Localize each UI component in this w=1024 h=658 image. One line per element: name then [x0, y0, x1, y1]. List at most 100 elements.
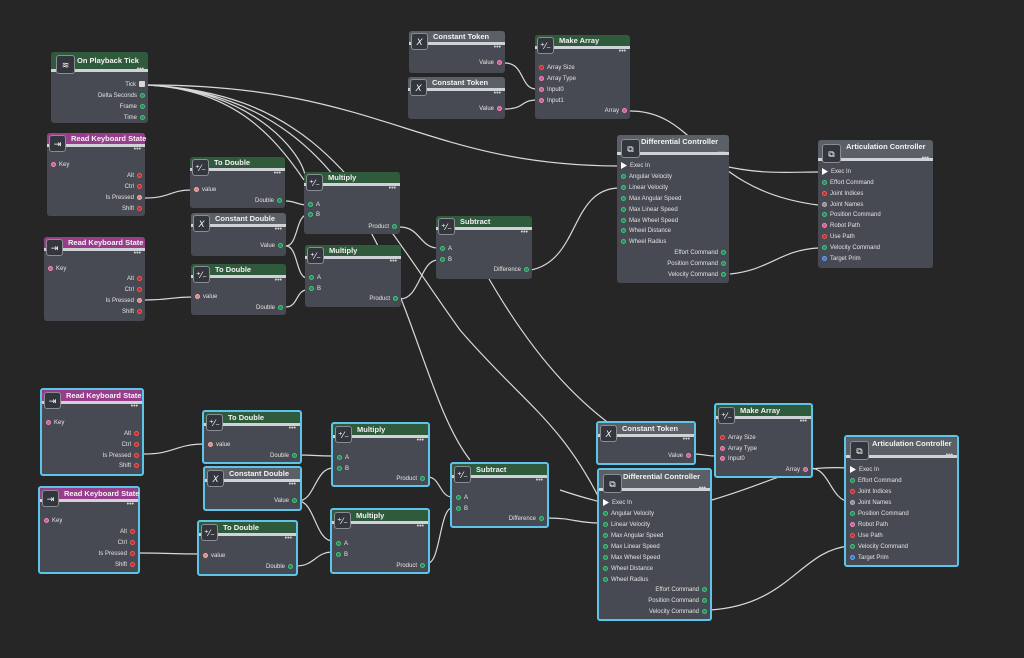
- node-menu-icon[interactable]: •••: [682, 436, 690, 443]
- difference-output[interactable]: Difference: [494, 266, 529, 274]
- differential-controller-node[interactable]: ⧉ Differential Controller ••• Exec In An…: [617, 135, 729, 283]
- value-input[interactable]: value: [194, 186, 216, 194]
- read-keyboard-state-node[interactable]: ⇥ Read Keyboard State ••• Key Alt Ctrl I…: [38, 486, 140, 574]
- read-keyboard-state-node[interactable]: ⇥ Read Keyboard State ••• Key Alt Ctrl I…: [47, 133, 146, 216]
- node-menu-icon[interactable]: •••: [416, 437, 424, 444]
- difference-output[interactable]: Difference: [509, 515, 544, 523]
- node-menu-icon[interactable]: •••: [288, 425, 296, 432]
- input1-input[interactable]: Input1: [539, 97, 564, 105]
- articulation-controller-node[interactable]: ⧉ Articulation Controller ••• Exec In Ef…: [844, 435, 959, 567]
- articulation-controller-node[interactable]: ⧉ Articulation Controller ••• Exec In Ef…: [818, 140, 933, 268]
- alt-output[interactable]: Alt: [127, 275, 142, 283]
- max-wheel-speed-input[interactable]: Max Wheel Speed: [603, 554, 660, 562]
- value-output[interactable]: Value: [274, 497, 297, 505]
- input0-input[interactable]: Input0: [720, 455, 745, 463]
- node-menu-icon[interactable]: •••: [133, 250, 141, 257]
- value-output[interactable]: Value: [479, 59, 502, 67]
- target-prim-input[interactable]: Target Prim: [822, 255, 861, 263]
- a-input[interactable]: A: [336, 540, 348, 548]
- node-menu-icon[interactable]: •••: [698, 485, 706, 492]
- value-input[interactable]: value: [195, 293, 217, 301]
- wheel-distance-input[interactable]: Wheel Distance: [621, 227, 671, 235]
- effort-command-input[interactable]: Effort Command: [850, 477, 902, 485]
- differential-controller-node[interactable]: ⧉ Differential Controller ••• Exec In An…: [597, 468, 712, 621]
- target-prim-input[interactable]: Target Prim: [850, 554, 889, 562]
- product-output[interactable]: Product: [396, 562, 425, 570]
- make-array-node[interactable]: ⁺⁄₋ Make Array ••• Array Size Array Type…: [714, 403, 813, 478]
- wheel-radius-input[interactable]: Wheel Radius: [621, 238, 666, 246]
- effort-command-output[interactable]: Effort Command: [655, 586, 707, 594]
- is-pressed-output[interactable]: Is Pressed: [99, 550, 135, 558]
- max-wheel-speed-input[interactable]: Max Wheel Speed: [621, 217, 678, 225]
- b-input[interactable]: B: [440, 256, 452, 264]
- position-command-output[interactable]: Position Command: [667, 260, 726, 268]
- robot-path-input[interactable]: Robot Path: [822, 222, 860, 230]
- node-menu-icon[interactable]: •••: [284, 535, 292, 542]
- max-linear-speed-input[interactable]: Max Linear Speed: [621, 206, 678, 214]
- velocity-command-output[interactable]: Velocity Command: [649, 608, 707, 616]
- double-output[interactable]: Double: [255, 197, 282, 205]
- value-output[interactable]: Value: [668, 452, 691, 460]
- constant-double-node[interactable]: X Constant Double ••• Value: [191, 213, 286, 256]
- a-input[interactable]: A: [440, 245, 452, 253]
- max-linear-speed-input[interactable]: Max Linear Speed: [603, 543, 660, 551]
- value-output[interactable]: Value: [260, 242, 283, 250]
- to-double-node[interactable]: ⁺⁄₋ To Double ••• value Double: [191, 264, 286, 315]
- node-menu-icon[interactable]: •••: [921, 155, 929, 162]
- velocity-command-input[interactable]: Velocity Command: [850, 543, 908, 551]
- value-output[interactable]: Value: [479, 105, 502, 113]
- a-input[interactable]: A: [308, 201, 320, 209]
- b-input[interactable]: B: [456, 505, 468, 513]
- subtract-node[interactable]: ⁺⁄₋ Subtract ••• A B Difference: [436, 216, 532, 279]
- shift-output[interactable]: Shift: [119, 462, 139, 470]
- product-output[interactable]: Product: [396, 475, 425, 483]
- node-menu-icon[interactable]: •••: [274, 226, 282, 233]
- is-pressed-output[interactable]: Is Pressed: [106, 297, 142, 305]
- key-input[interactable]: Key: [48, 265, 66, 273]
- key-input[interactable]: Key: [44, 517, 62, 525]
- array-output[interactable]: Array: [786, 466, 808, 474]
- frame-output[interactable]: Frame: [120, 103, 145, 111]
- position-command-input[interactable]: Position Command: [850, 510, 909, 518]
- node-menu-icon[interactable]: •••: [273, 170, 281, 177]
- use-path-input[interactable]: Use Path: [822, 233, 855, 241]
- node-menu-icon[interactable]: •••: [388, 185, 396, 192]
- node-menu-icon[interactable]: •••: [520, 229, 528, 236]
- multiply-node[interactable]: ⁺⁄₋ Multiply ••• A B Product: [305, 245, 401, 307]
- multiply-node[interactable]: ⁺⁄₋ Multiply ••• A B Product: [331, 422, 430, 487]
- effort-command-input[interactable]: Effort Command: [822, 179, 874, 187]
- double-output[interactable]: Double: [256, 304, 283, 312]
- read-keyboard-state-node[interactable]: ⇥ Read Keyboard State ••• Key Alt Ctrl I…: [40, 388, 144, 476]
- node-menu-icon[interactable]: •••: [717, 150, 725, 157]
- node-menu-icon[interactable]: •••: [618, 48, 626, 55]
- joint-indices-input[interactable]: Joint Indices: [822, 190, 863, 198]
- alt-output[interactable]: Alt: [127, 172, 142, 180]
- to-double-node[interactable]: ⁺⁄₋ To Double ••• value Double: [197, 520, 298, 576]
- constant-token-node[interactable]: X Constant Token ••• Value: [408, 77, 505, 119]
- exec-in-input[interactable]: Exec In: [621, 162, 650, 170]
- node-menu-icon[interactable]: •••: [493, 44, 501, 51]
- node-menu-icon[interactable]: •••: [288, 481, 296, 488]
- linear-velocity-input[interactable]: Linear Velocity: [603, 521, 650, 529]
- node-menu-icon[interactable]: •••: [416, 523, 424, 530]
- b-input[interactable]: B: [337, 465, 349, 473]
- node-menu-icon[interactable]: •••: [945, 452, 953, 459]
- product-output[interactable]: Product: [369, 295, 398, 303]
- delta-seconds-output[interactable]: Delta Seconds: [98, 92, 145, 100]
- node-menu-icon[interactable]: •••: [535, 477, 543, 484]
- key-input[interactable]: Key: [51, 161, 69, 169]
- wheel-distance-input[interactable]: Wheel Distance: [603, 565, 653, 573]
- angular-velocity-input[interactable]: Angular Velocity: [603, 510, 654, 518]
- velocity-command-output[interactable]: Velocity Command: [668, 271, 726, 279]
- b-input[interactable]: B: [336, 551, 348, 559]
- multiply-node[interactable]: ⁺⁄₋ Multiply ••• A B Product: [330, 508, 430, 574]
- position-command-output[interactable]: Position Command: [648, 597, 707, 605]
- constant-double-node[interactable]: X Constant Double ••• Value: [203, 466, 302, 511]
- use-path-input[interactable]: Use Path: [850, 532, 883, 540]
- robot-path-input[interactable]: Robot Path: [850, 521, 888, 529]
- is-pressed-output[interactable]: Is Pressed: [106, 194, 142, 202]
- b-input[interactable]: B: [309, 285, 321, 293]
- exec-in-input[interactable]: Exec In: [850, 466, 879, 474]
- angular-velocity-input[interactable]: Angular Velocity: [621, 173, 672, 181]
- ctrl-output[interactable]: Ctrl: [122, 441, 139, 449]
